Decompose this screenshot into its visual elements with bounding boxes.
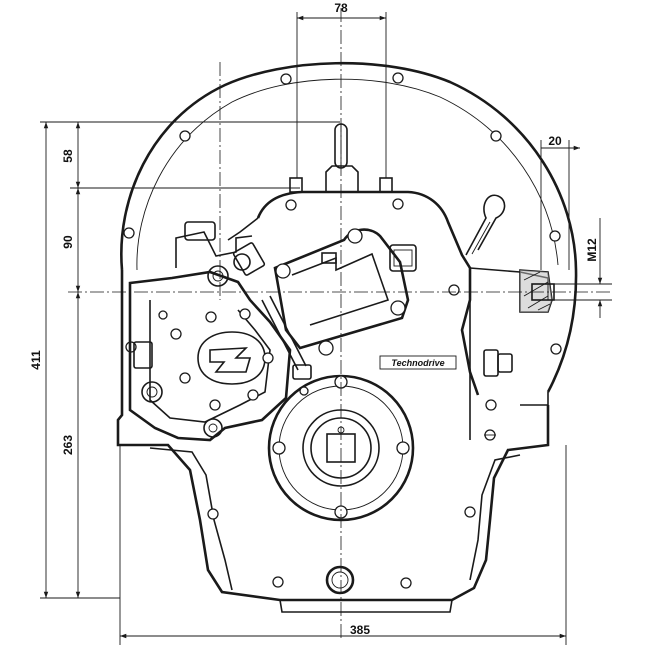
dim-90-label: 90 — [61, 235, 75, 249]
drain-plug — [325, 565, 355, 595]
dim-411-label: 411 — [29, 350, 43, 370]
dimension-labels: 78 20 M12 58 90 411 263 385 — [29, 1, 599, 637]
oil-fitting — [483, 349, 513, 441]
dim-58-label: 58 — [61, 149, 75, 163]
dim-78-label: 78 — [334, 1, 348, 15]
dim-263-label: 263 — [61, 435, 75, 455]
center-lines — [68, 8, 612, 640]
linkage-block — [261, 228, 417, 380]
control-valve-block — [128, 221, 292, 442]
dim-20-label: 20 — [548, 134, 562, 148]
dim-m12-label: M12 — [585, 238, 599, 262]
dimension-lines — [40, 12, 612, 645]
nameplate-text: Technodrive — [391, 358, 444, 368]
nameplate: Technodrive — [379, 355, 457, 370]
lifting-hook — [465, 194, 506, 256]
m12-section — [519, 269, 555, 313]
gearbox-body — [116, 267, 550, 613]
dim-385-label: 385 — [350, 623, 370, 637]
flange-bolt-holes — [123, 72, 562, 355]
